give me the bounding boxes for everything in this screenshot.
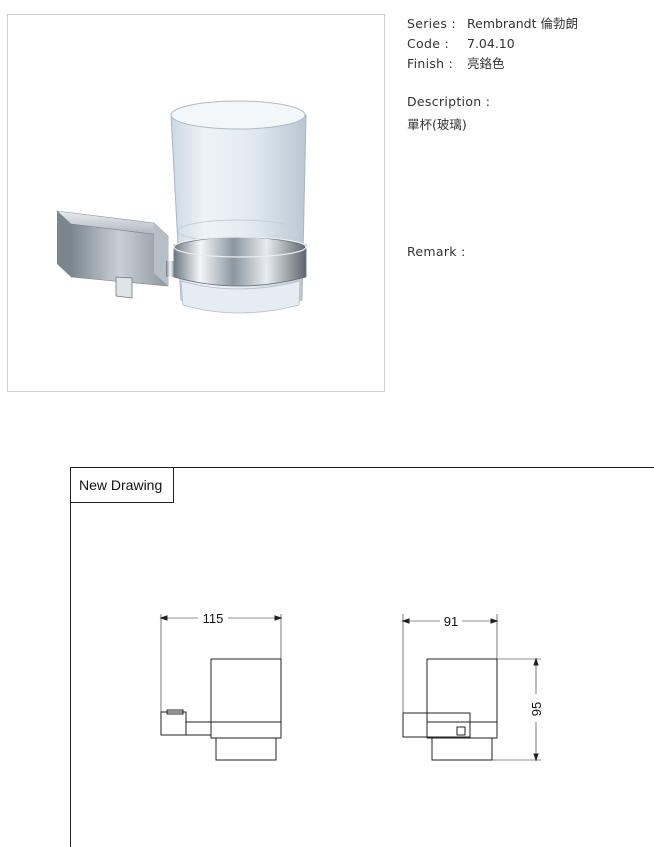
remark-label: Remark : (407, 244, 466, 259)
tumbler-holder-image (56, 100, 307, 314)
code-label: Code : (407, 36, 449, 51)
finish-row: Finish : 亮鉻色 (407, 54, 578, 74)
finish-value: 亮鉻色 (467, 56, 505, 71)
drawing-frame (70, 467, 654, 847)
description-label: Description : (407, 94, 491, 109)
front-view-drawing (159, 614, 283, 761)
code-row: Code : 7.04.10 (407, 34, 578, 54)
front-width-dimension: 115 (203, 611, 224, 626)
series-value: Rembrandt 倫勃朗 (467, 16, 578, 31)
side-view-drawing (401, 614, 541, 762)
product-photo (7, 14, 385, 392)
drawing-tab: New Drawing (70, 467, 174, 503)
product-info: Series : Rembrandt 倫勃朗 Code : 7.04.10 Fini… (407, 14, 578, 74)
code-value: 7.04.10 (467, 36, 515, 51)
finish-label: Finish : (407, 56, 454, 71)
series-row: Series : Rembrandt 倫勃朗 (407, 14, 578, 34)
side-height-dimension: 95 (529, 702, 544, 716)
description-value: 單杯(玻璃) (407, 117, 467, 132)
series-label: Series : (407, 16, 457, 31)
side-width-dimension: 91 (444, 614, 458, 629)
